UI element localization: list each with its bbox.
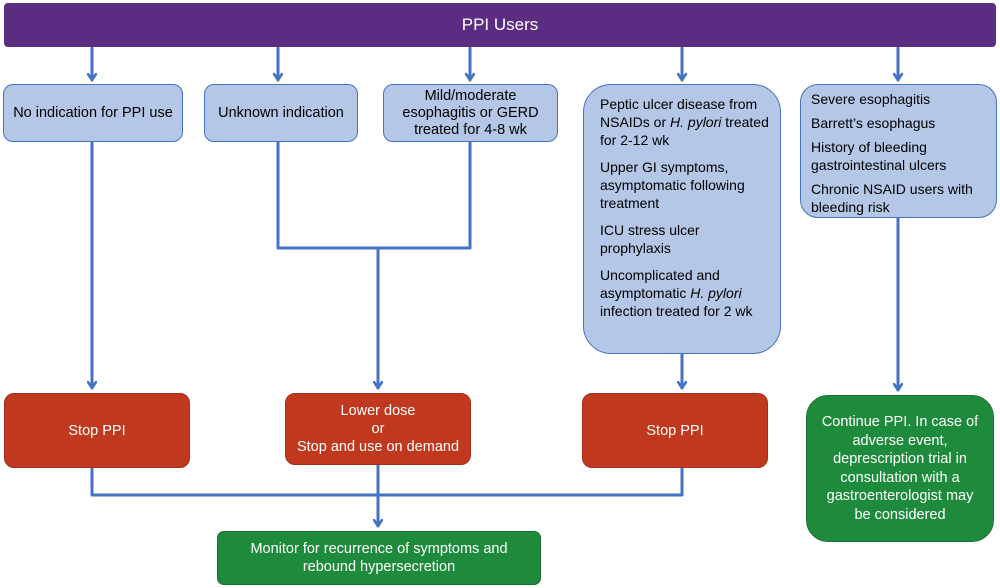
box-stop-ppi-right: Stop PPI xyxy=(582,393,768,468)
short-term-item-h-pylori: Uncomplicated and asymptomatic H. pylori… xyxy=(600,267,753,319)
box-monitor: Monitor for recurrence of symptoms and r… xyxy=(217,531,541,585)
lower-dose-line-1: Lower dose xyxy=(340,403,416,419)
short-term-item-upper-gi: Upper GI symptoms, asymptomatic followin… xyxy=(600,159,745,211)
box-stop-ppi-left: Stop PPI xyxy=(4,393,190,468)
monitor-text: Monitor for recurrence of symptoms and r… xyxy=(250,541,508,575)
short-term-list: Peptic ulcer disease from NSAIDs or H. p… xyxy=(600,95,772,320)
box-unknown-indication: Unknown indication xyxy=(204,84,358,142)
header-ppi-users: PPI Users xyxy=(4,3,996,47)
merge-unknown-mild xyxy=(276,141,472,250)
box-no-indication: No indication for PPI use xyxy=(3,84,183,142)
merge-stops-bottom xyxy=(90,466,684,497)
box-long-term-indications: Severe esophagitis Barrett’s esophagus H… xyxy=(800,84,997,218)
unknown-indication-text: Unknown indication xyxy=(218,105,344,121)
continue-ppi-text: Continue PPI. In case of adverse event, … xyxy=(821,414,979,523)
lower-dose-line-2: or xyxy=(371,421,385,437)
long-term-item-nsaid-users: Chronic NSAID users with bleeding risk xyxy=(811,181,973,215)
box-short-term-indications: Peptic ulcer disease from NSAIDs or H. p… xyxy=(583,84,781,354)
short-term-item-icu-prophylaxis: ICU stress ulcer prophylaxis xyxy=(600,222,700,256)
box-lower-dose: Lower dose or Stop and use on demand xyxy=(285,393,471,465)
no-indication-text: No indication for PPI use xyxy=(13,105,173,121)
short-term-item-peptic-ulcer: Peptic ulcer disease from NSAIDs or H. p… xyxy=(600,96,769,148)
stop-ppi-right-text: Stop PPI xyxy=(646,422,704,439)
long-term-item-bleeding-ulcers: History of bleeding gastrointestinal ulc… xyxy=(811,139,947,173)
mild-moderate-text: Mild/moderate esophagitis or GERD treate… xyxy=(402,87,539,138)
long-term-item-barretts: Barrett’s esophagus xyxy=(811,115,936,131)
box-mild-moderate: Mild/moderate esophagitis or GERD treate… xyxy=(383,84,558,142)
box-continue-ppi: Continue PPI. In case of adverse event, … xyxy=(806,395,994,542)
stop-ppi-left-text: Stop PPI xyxy=(68,422,126,439)
long-term-list: Severe esophagitis Barrett’s esophagus H… xyxy=(811,90,990,216)
lower-dose-line-3: Stop and use on demand xyxy=(296,439,460,455)
header-title: PPI Users xyxy=(461,15,539,34)
long-term-item-severe-esophagitis: Severe esophagitis xyxy=(811,91,931,107)
